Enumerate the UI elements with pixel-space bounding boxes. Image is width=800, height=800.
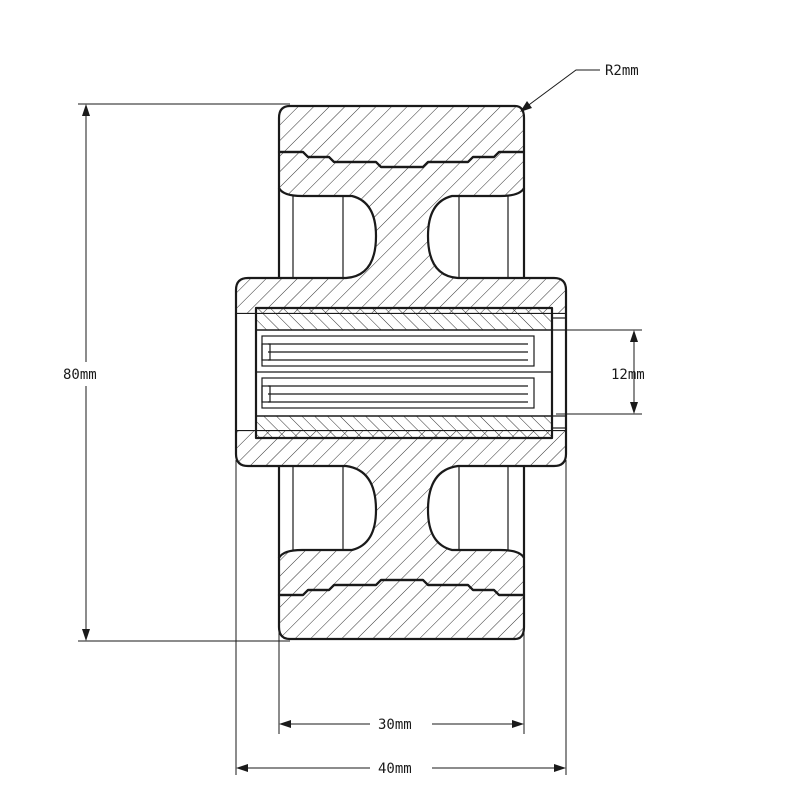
bearing-needles [256, 335, 552, 409]
overall-diameter-label: 80mm [63, 367, 97, 383]
lower-center-body-section [234, 428, 568, 597]
hub-length-label: 40mm [378, 761, 412, 777]
dimension-lines [78, 69, 642, 775]
radius-label: R2mm [605, 63, 639, 79]
needle-bearing [254, 306, 567, 440]
upper-center-body-section [234, 150, 568, 316]
tread-width-label: 30mm [378, 717, 412, 733]
bearing-outer-ring-bottom [255, 415, 553, 439]
bearing-outer-ring-top [255, 307, 553, 331]
bore-diameter-label: 12mm [611, 367, 645, 383]
side-recess-lines [277, 188, 526, 558]
